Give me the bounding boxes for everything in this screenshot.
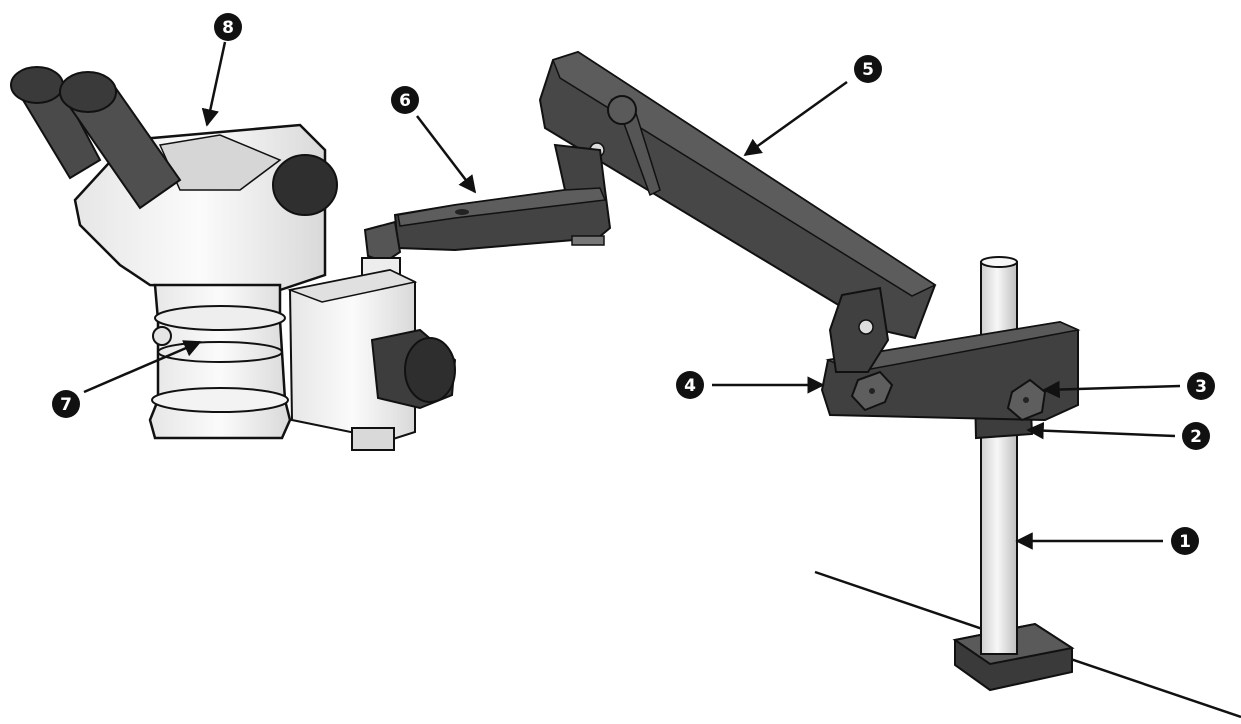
leader-line-3: [1042, 380, 1181, 399]
callout-3: 3: [1187, 372, 1215, 400]
leader-line-6: [416, 115, 477, 194]
vertical-post: [980, 256, 1018, 655]
callout-5: 5: [854, 55, 882, 83]
callout-1: 1: [1171, 527, 1199, 555]
leader-line-5: [743, 80, 848, 157]
leader-line-2: [1026, 421, 1176, 440]
microscope-body: [10, 66, 338, 440]
callout-7: 7: [52, 390, 80, 418]
callout-8: 8: [214, 13, 242, 41]
focus-mount: [287, 257, 457, 451]
callout-label-6: 6: [399, 91, 411, 111]
callout-label-8: 8: [222, 18, 234, 38]
callout-label-1: 1: [1179, 532, 1191, 552]
callout-4: 4: [676, 371, 704, 399]
callout-label-7: 7: [60, 395, 72, 415]
callout-6: 6: [391, 86, 419, 114]
leader-lines: [83, 41, 1181, 550]
boom-arm: [538, 50, 937, 373]
callout-label-5: 5: [862, 60, 874, 80]
leader-line-7: [83, 340, 202, 394]
callout-2: 2: [1182, 422, 1210, 450]
callout-label-4: 4: [684, 376, 696, 396]
callout-label-3: 3: [1195, 377, 1207, 397]
callout-label-2: 2: [1190, 427, 1202, 447]
extension-arm: [363, 143, 612, 264]
leader-line-8: [201, 41, 227, 127]
